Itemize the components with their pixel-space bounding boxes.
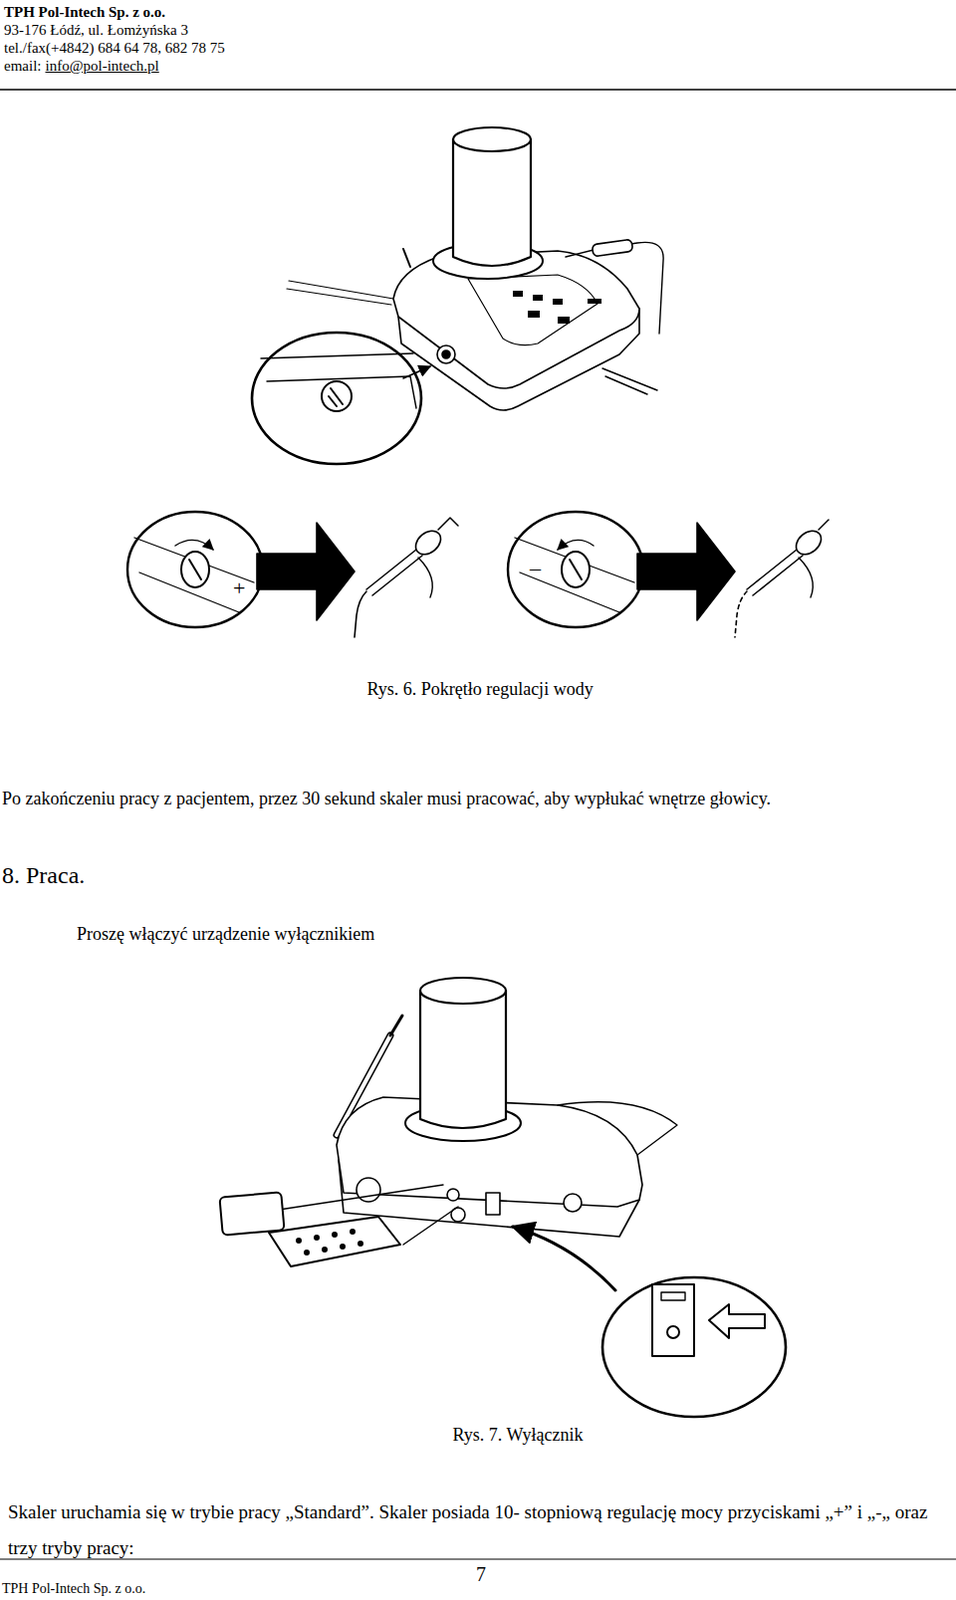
page-text: TPH Pol-Intech Sp. z o.o.	[1, 1581, 146, 1598]
footer-rule	[0, 1558, 956, 1560]
scaler-unit-figure	[251, 127, 664, 465]
page-text: Po zakończeniu pracy z pacjentem, przez …	[1, 788, 771, 810]
page-text: Skaler uruchamia się w trybie pracy „Sta…	[7, 1494, 953, 1567]
page-text: –	[529, 555, 541, 581]
page-text: +	[233, 575, 245, 601]
page-text: Rys. 6. Pokrętło regulacji wody	[366, 679, 593, 701]
power-switch-figure	[219, 977, 786, 1418]
page-text: email:	[3, 57, 42, 75]
page-text: 7	[476, 1563, 486, 1587]
page-text: TPH Pol-Intech Sp. z o.o.	[3, 3, 166, 21]
header-rule	[0, 88, 956, 91]
section-heading: 8. Praca.	[1, 862, 85, 891]
page-text: info@pol-intech.pl	[45, 57, 160, 75]
knob-regulation-figure	[127, 511, 829, 638]
page-text: tel./fax(+4842) 684 64 78, 682 78 75	[3, 39, 226, 57]
page-text: 93-176 Łódź, ul. Łomżyńska 3	[3, 21, 189, 39]
page-text: Proszę włączyć urządzenie wyłącznikiem	[76, 924, 375, 946]
page-text: Rys. 7. Wyłącznik	[453, 1425, 584, 1446]
